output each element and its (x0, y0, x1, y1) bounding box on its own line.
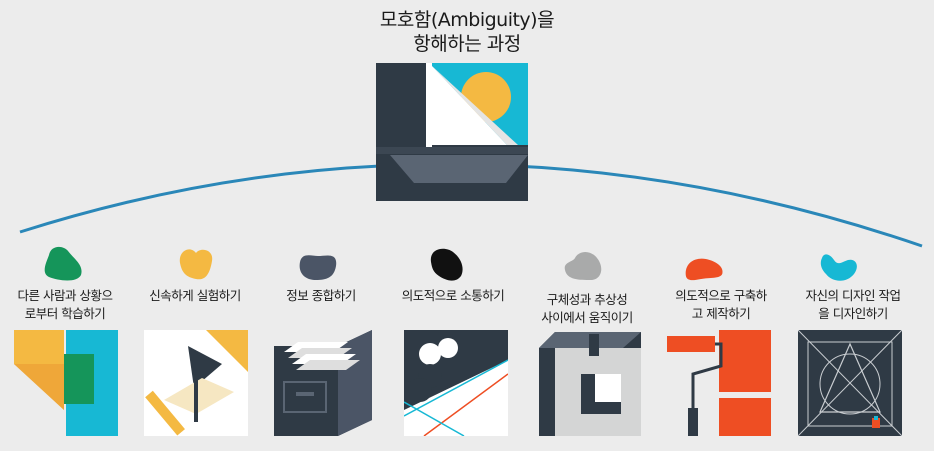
step-label-build: 의도적으로 구축하 고 제작하기 (656, 287, 786, 323)
diagram-title: 모호함(Ambiguity)을 항해하는 과정 (317, 8, 617, 56)
step-label-experiment: 신속하게 실험하기 (130, 287, 260, 305)
step-label-line: 자신의 디자인 작업 (805, 288, 901, 303)
step-label-line: 고 제작하기 (691, 306, 751, 321)
concrete-abstract-illustration (537, 330, 641, 436)
learn-illustration (14, 330, 118, 436)
step-label-line: 을 디자인하기 (818, 306, 888, 321)
experiment-illustration (144, 330, 248, 436)
file-cabinet-illustration (274, 330, 378, 436)
cyan-blob-icon (820, 254, 857, 281)
step-label-learn: 다른 사람과 상황으 로부터 학습하기 (0, 287, 130, 323)
step-label-synthesize: 정보 종합하기 (256, 287, 386, 305)
green-blob-icon (44, 246, 82, 281)
design-work-illustration (798, 330, 902, 436)
orange-blob-icon (685, 258, 723, 281)
step-label-communicate: 의도적으로 소통하기 (388, 287, 518, 305)
communicate-illustration (404, 330, 508, 436)
gray-blob-icon (564, 252, 602, 280)
title-line-1: 모호함(Ambiguity)을 (379, 9, 555, 31)
black-blob-icon (430, 248, 463, 281)
step-label-line: 신속하게 실험하기 (149, 288, 241, 303)
step-label-concrete-abstract: 구체성과 추상성 사이에서 움직이기 (522, 291, 652, 327)
step-label-line: 다른 사람과 상황으 (17, 288, 113, 303)
step-label-line: 의도적으로 소통하기 (401, 288, 505, 303)
step-label-line: 로부터 학습하기 (24, 306, 106, 321)
step-label-line: 의도적으로 구축하 (675, 288, 767, 303)
build-paint-roller-illustration (667, 330, 771, 436)
hero-boat-illustration (376, 63, 528, 201)
step-label-line: 구체성과 추상성 (546, 292, 628, 307)
slate-blob-icon (299, 255, 337, 280)
step-label-line: 정보 종합하기 (286, 288, 356, 303)
title-line-2: 항해하는 과정 (413, 33, 521, 55)
step-label-design-work: 자신의 디자인 작업 을 디자인하기 (788, 287, 918, 323)
step-label-line: 사이에서 움직이기 (541, 310, 633, 325)
yellow-blob-icon (179, 249, 213, 280)
